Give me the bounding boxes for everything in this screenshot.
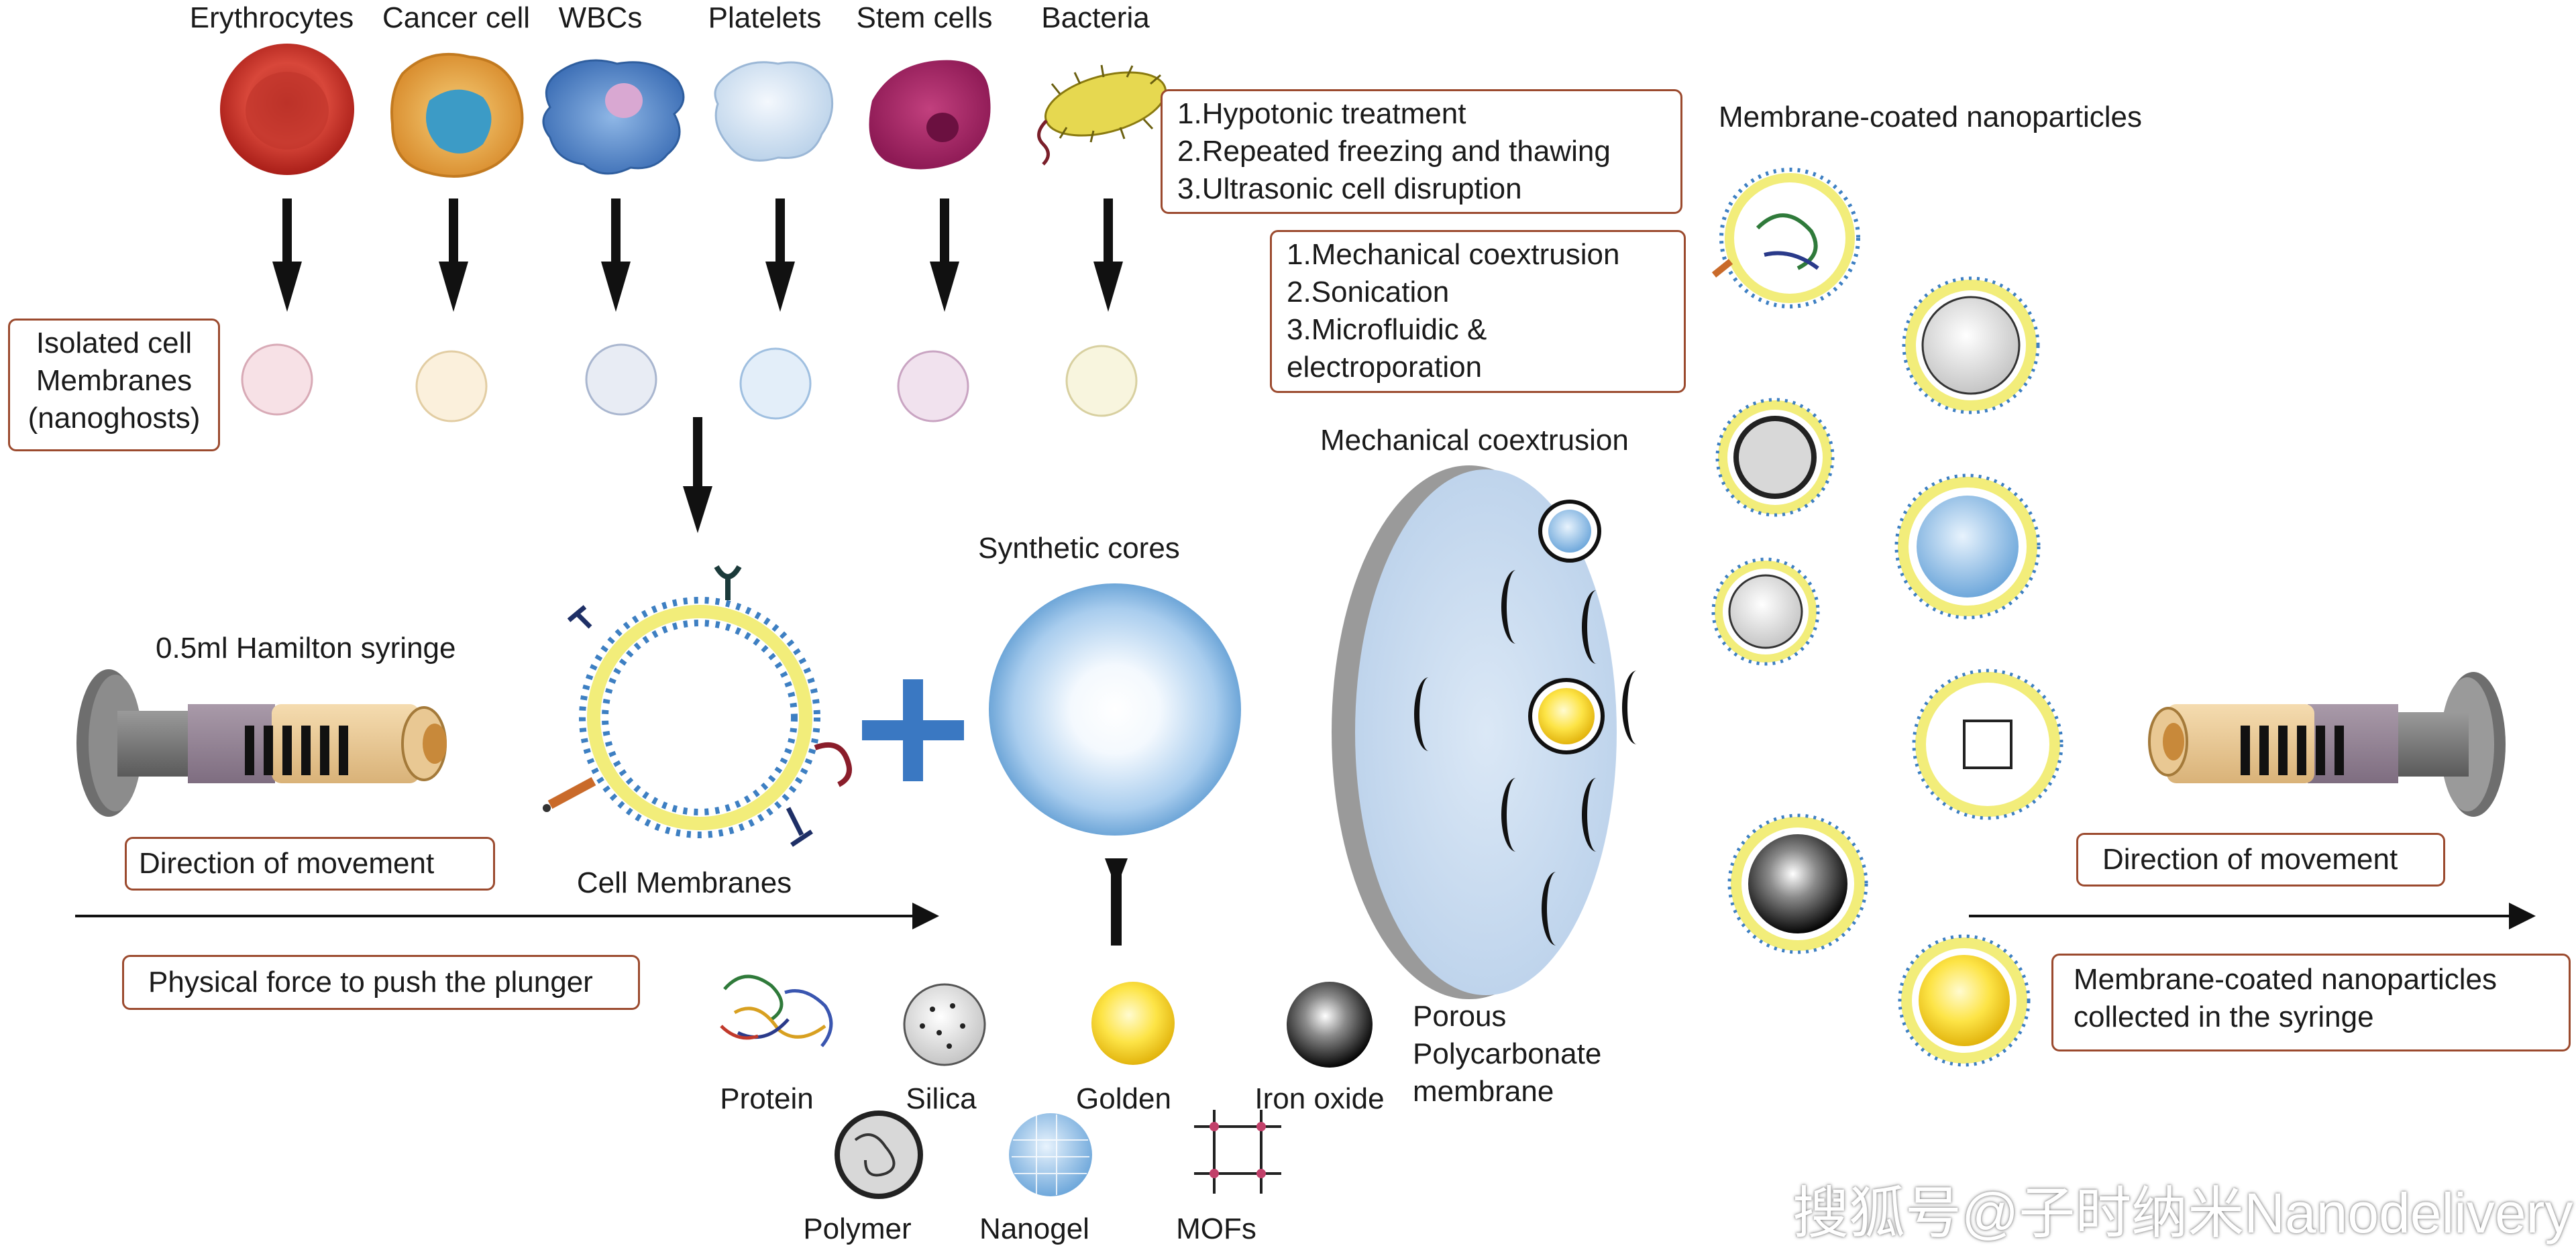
nanogel-core-icon (1009, 1113, 1092, 1196)
cell-membranes-label: Cell Membranes (576, 866, 792, 899)
nanoghost-row (241, 343, 1138, 422)
porous-line-3: membrane (1413, 1075, 1554, 1108)
isolated-line-1: Isolated cell (36, 327, 193, 359)
cell-label-bacteria: Bacteria (1041, 1, 1150, 34)
fusion-method-2: 2.Sonication (1287, 276, 1450, 308)
collected-line-2: collected in the syringe (2074, 1001, 2374, 1033)
direction-left-box: Direction of movement (125, 837, 495, 891)
coated-np-silica-small (1711, 557, 1820, 666)
core-label-mofs: MOFs (1176, 1212, 1256, 1245)
left-syringe (76, 669, 447, 817)
platelet-icon (714, 61, 834, 162)
stem-cell-icon (869, 60, 991, 170)
physical-force-text: Physical force to push the plunger (148, 966, 593, 999)
isolated-line-2: Membranes (36, 364, 193, 397)
coated-np-mofs (1912, 669, 2063, 820)
collected-box: Membrane-coated nanoparticles collected … (2051, 954, 2571, 1051)
collected-line-1: Membrane-coated nanoparticles (2074, 963, 2498, 996)
down-arrow-to-membrane (683, 417, 712, 533)
coated-np-protein (1711, 168, 1860, 308)
core-label-silica: Silica (906, 1082, 977, 1115)
synthetic-cores-title: Synthetic cores (978, 532, 1180, 565)
fusion-method-3: 3.Microfluidic & (1287, 313, 1487, 346)
membrane-methods-box: 1.Hypotonic treatment 2.Repeated freezin… (1161, 89, 1682, 214)
synthetic-core (989, 583, 1241, 836)
porous-line-1: Porous (1413, 1000, 1507, 1033)
membrane-method-3: 3.Ultrasonic cell disruption (1177, 172, 1522, 205)
mechanical-coextrusion-title: Mechanical coextrusion (1320, 424, 1629, 457)
iron-oxide-core-icon (1287, 982, 1373, 1068)
cell-membrane-vesicle (543, 565, 852, 847)
direction-right-box: Direction of movement (2076, 833, 2445, 887)
up-arrow-to-core (1105, 858, 1128, 946)
porous-membrane-disc (1332, 465, 1637, 999)
silica-core-icon (903, 983, 986, 1066)
fusion-method-4: electroporation (1287, 351, 1483, 384)
protein-core-icon (720, 974, 833, 1047)
direction-right-text: Direction of movement (2102, 843, 2398, 876)
membrane-method-2: 2.Repeated freezing and thawing (1177, 135, 1611, 168)
coated-np-golden (1898, 934, 2031, 1067)
golden-core-icon (1091, 982, 1175, 1065)
cell-label-cancer-cell: Cancer cell (382, 1, 531, 34)
mofs-core-icon (1194, 1110, 1281, 1194)
direction-left-text: Direction of movement (139, 847, 435, 880)
polymer-core-icon (835, 1110, 923, 1199)
fusion-methods-box: 1.Mechanical coextrusion 2.Sonication 3.… (1270, 230, 1686, 393)
isolated-line-3: (nanoghosts) (28, 402, 201, 435)
coated-np-polymer (1715, 398, 1835, 517)
right-syringe (2148, 672, 2506, 817)
coated-np-silica (1902, 276, 2040, 414)
core-label-nanogel: Nanogel (979, 1212, 1089, 1245)
membrane-method-1: 1.Hypotonic treatment (1177, 97, 1466, 130)
isolated-membranes-box: Isolated cell Membranes (nanoghosts) (8, 319, 220, 451)
porous-line-2: Polycarbonate (1413, 1037, 1602, 1070)
fusion-method-1: 1.Mechanical coextrusion (1287, 238, 1620, 271)
cancer-cell-icon (390, 52, 524, 178)
erythrocyte-icon (220, 44, 354, 175)
cell-label-wbcs: WBCs (558, 1, 643, 34)
cell-label-platelets: Platelets (708, 1, 822, 34)
plus-icon (862, 679, 964, 781)
wbc-icon (542, 59, 685, 175)
core-label-polymer: Polymer (803, 1212, 912, 1245)
core-label-iron-oxide: Iron oxide (1254, 1082, 1385, 1115)
cell-label-erythrocytes: Erythrocytes (189, 1, 354, 34)
physical-force-box: Physical force to push the plunger (122, 955, 640, 1010)
syringe-label: 0.5ml Hamilton syringe (156, 632, 456, 665)
core-label-golden: Golden (1076, 1082, 1171, 1115)
cell-label-stem-cells: Stem cells (856, 1, 993, 34)
bacteria-icon (1037, 64, 1173, 166)
coated-np-iron-oxide (1727, 813, 1868, 954)
membrane-coated-title: Membrane-coated nanoparticles (1719, 101, 2143, 133)
down-arrows-row1 (272, 198, 1123, 312)
watermark-text: 搜狐号@子时纳米Nanodelivery (1792, 1182, 2573, 1245)
core-label-protein: Protein (720, 1082, 814, 1115)
porous-membrane-label: Porous Polycarbonate membrane (1413, 998, 1601, 1110)
coated-np-nanogel (1894, 473, 2041, 620)
